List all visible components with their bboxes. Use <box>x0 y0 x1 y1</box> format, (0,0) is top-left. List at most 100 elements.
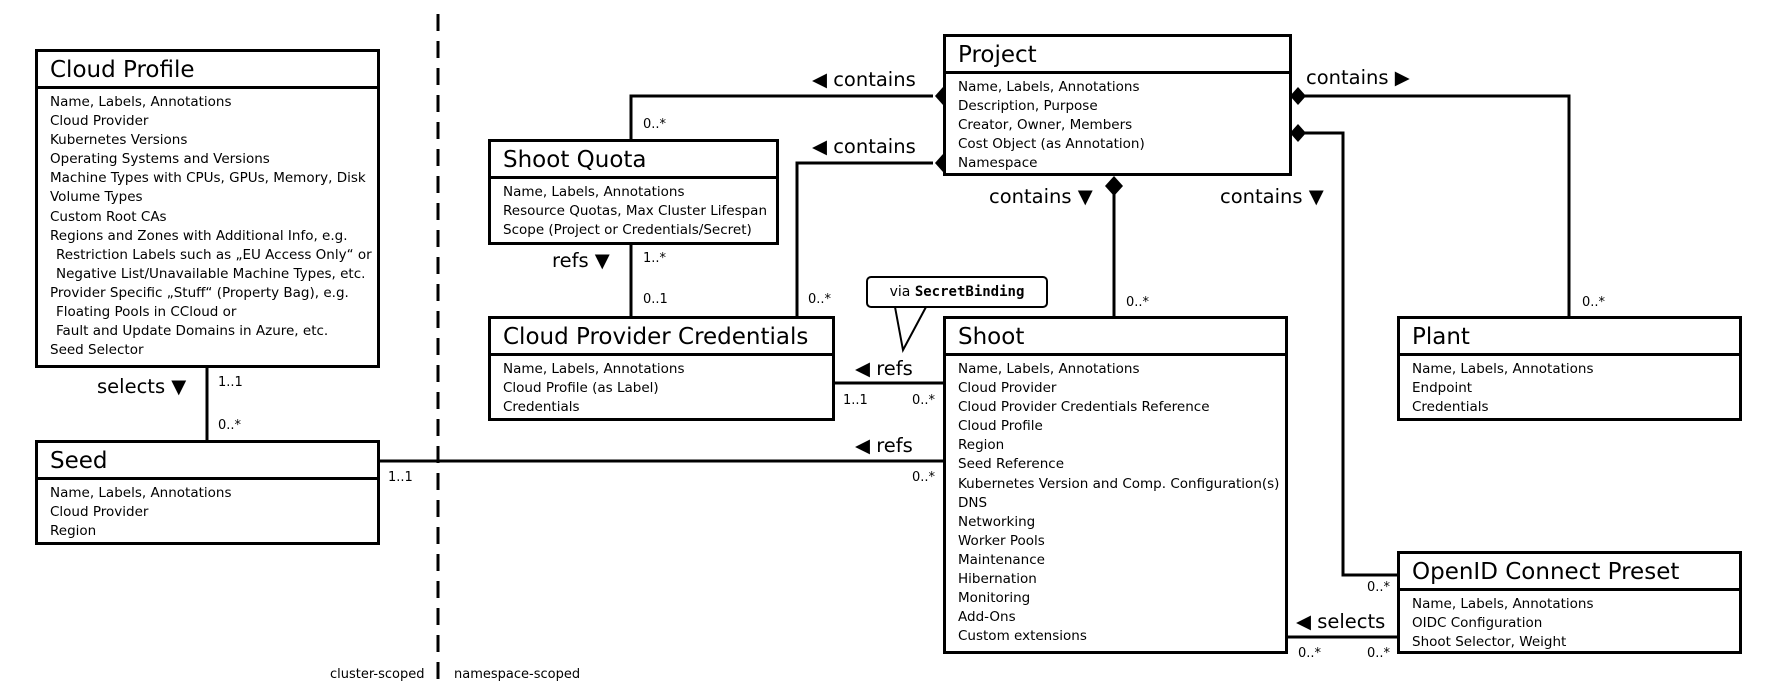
attribute: Floating Pools in CCloud or <box>56 304 237 321</box>
attribute: Fault and Update Domains in Azure, etc. <box>56 323 329 340</box>
diamond-project-shoot <box>1105 176 1123 196</box>
entity-title: Shoot <box>946 319 1285 356</box>
attribute: Credentials <box>1412 399 1489 416</box>
attribute: Cloud Provider <box>958 380 1057 397</box>
entity-title: Cloud Profile <box>38 52 377 89</box>
scope-label-cluster: cluster-scoped <box>330 667 425 682</box>
attribute: Resource Quotas, Max Cluster Lifespan <box>503 203 767 220</box>
entity-openid-connect-preset: OpenID Connect Preset Name, Labels, Anno… <box>1397 551 1742 654</box>
attribute-list: Name, Labels, Annotations Description, P… <box>946 74 1289 177</box>
attribute: Maintenance <box>958 551 1045 568</box>
attribute: Name, Labels, Annotations <box>958 361 1140 377</box>
line-project-oidc <box>1292 131 1397 577</box>
relation-label-shoot-seed: ◀ refs <box>855 434 913 457</box>
relation-label-cloudprofile-seed: selects ▼ <box>97 375 187 398</box>
attribute: Networking <box>958 513 1036 530</box>
entity-title: Shoot Quota <box>491 142 776 179</box>
attribute: Cloud Provider <box>50 504 149 521</box>
entity-title: Cloud Provider Credentials <box>491 319 832 356</box>
line-project-quota <box>629 94 933 140</box>
attribute: Seed Reference <box>958 456 1065 473</box>
attribute: Name, Labels, Annotations <box>958 79 1140 95</box>
entity-shoot: Shoot Name, Labels, Annotations Cloud Pr… <box>943 316 1288 654</box>
attribute: Cloud Profile (as Label) <box>503 380 659 397</box>
attribute: Cloud Provider <box>50 113 149 130</box>
attribute: Cost Object (as Annotation) <box>958 136 1145 153</box>
multiplicity: 0..* <box>912 470 936 485</box>
attribute: Namespace <box>958 155 1038 172</box>
attribute: Endpoint <box>1412 380 1473 397</box>
relation-label-project-shoot: contains ▼ <box>989 185 1093 208</box>
multiplicity: 0..* <box>218 418 242 433</box>
entity-title: OpenID Connect Preset <box>1400 554 1739 591</box>
attribute: Scope (Project or Credentials/Secret) <box>503 222 752 239</box>
line-project-plant <box>1292 94 1571 317</box>
entity-project: Project Name, Labels, Annotations Descri… <box>943 34 1292 176</box>
attribute: Description, Purpose <box>958 98 1098 115</box>
multiplicity: 0..* <box>1298 646 1322 661</box>
attribute: Creator, Owner, Members <box>958 117 1133 134</box>
multiplicity: 0..* <box>1126 295 1150 310</box>
multiplicity: 1..* <box>643 251 667 266</box>
entity-seed: Seed Name, Labels, Annotations Cloud Pro… <box>35 440 380 545</box>
attribute: Region <box>50 523 97 540</box>
relation-label-project-quota: ◀ contains <box>812 68 916 91</box>
entity-title: Seed <box>38 443 377 480</box>
attribute: Provider Specific „Stuff“ (Property Bag)… <box>50 284 349 301</box>
attribute: Restriction Labels such as „EU Access On… <box>56 246 372 263</box>
attribute: Name, Labels, Annotations <box>1412 596 1594 612</box>
relation-label-project-credentials: ◀ contains <box>812 135 916 158</box>
scope-label-namespace: namespace-scoped <box>454 667 581 682</box>
multiplicity: 0..* <box>808 292 832 307</box>
entity-title: Plant <box>1400 319 1739 356</box>
callout-prefix: via <box>889 284 911 300</box>
attribute-list: Name, Labels, Annotations Cloud Provider… <box>38 480 377 545</box>
attribute: Operating Systems and Versions <box>50 151 270 168</box>
attribute-list: Name, Labels, Annotations Endpoint Crede… <box>1400 356 1739 421</box>
attribute: Regions and Zones with Additional Info, … <box>50 227 348 244</box>
attribute: DNS <box>958 494 988 511</box>
callout-pointer <box>894 306 927 353</box>
attribute: Machine Types with CPUs, GPUs, Memory, D… <box>50 170 366 187</box>
multiplicity: 0..* <box>643 117 667 132</box>
multiplicity: 1..1 <box>218 375 243 390</box>
attribute: Kubernetes Version and Comp. Configurati… <box>958 475 1280 492</box>
multiplicity: 0..* <box>1367 580 1391 595</box>
attribute: Name, Labels, Annotations <box>503 184 685 200</box>
attribute-list: Name, Labels, Annotations Resource Quota… <box>491 179 776 244</box>
attribute: Name, Labels, Annotations <box>1412 361 1594 377</box>
entity-title: Project <box>946 37 1289 74</box>
multiplicity: 1..1 <box>388 470 413 485</box>
multiplicity: 0..1 <box>643 292 668 307</box>
attribute: Credentials <box>503 399 580 416</box>
relation-label-quota-credentials: refs ▼ <box>552 249 610 272</box>
attribute: Hibernation <box>958 571 1037 588</box>
attribute: Add-Ons <box>958 609 1016 626</box>
line-project-credentials <box>795 161 933 317</box>
attribute: Volume Types <box>50 189 143 206</box>
relation-label-oidc-shoot: ◀ selects <box>1296 610 1386 633</box>
attribute: Region <box>958 437 1005 454</box>
attribute: Custom Root CAs <box>50 208 167 225</box>
attribute: OIDC Configuration <box>1412 615 1543 632</box>
attribute-list: Name, Labels, Annotations OIDC Configura… <box>1400 591 1739 656</box>
attribute-list: Name, Labels, Annotations Cloud Profile … <box>491 356 832 421</box>
attribute: Name, Labels, Annotations <box>50 94 232 110</box>
attribute: Cloud Profile <box>958 418 1043 435</box>
attribute-list: Name, Labels, Annotations Cloud Provider… <box>946 356 1285 650</box>
multiplicity: 0..* <box>1582 295 1606 310</box>
attribute: Negative List/Unavailable Machine Types,… <box>56 265 366 282</box>
callout-code: SecretBinding <box>914 284 1025 300</box>
secretbinding-callout: via SecretBinding <box>866 276 1048 308</box>
attribute: Worker Pools <box>958 532 1045 549</box>
relation-label-shoot-credentials: ◀ refs <box>855 357 913 380</box>
attribute: Monitoring <box>958 590 1031 607</box>
multiplicity: 0..* <box>1367 646 1391 661</box>
entity-plant: Plant Name, Labels, Annotations Endpoint… <box>1397 316 1742 421</box>
attribute: Kubernetes Versions <box>50 132 188 149</box>
attribute: Custom extensions <box>958 628 1087 645</box>
entity-cloud-profile: Cloud Profile Name, Labels, Annotations … <box>35 49 380 368</box>
attribute-list: Name, Labels, Annotations Cloud Provider… <box>38 89 377 364</box>
attribute: Seed Selector <box>50 342 144 359</box>
entity-cloud-provider-credentials: Cloud Provider Credentials Name, Labels,… <box>488 316 835 421</box>
